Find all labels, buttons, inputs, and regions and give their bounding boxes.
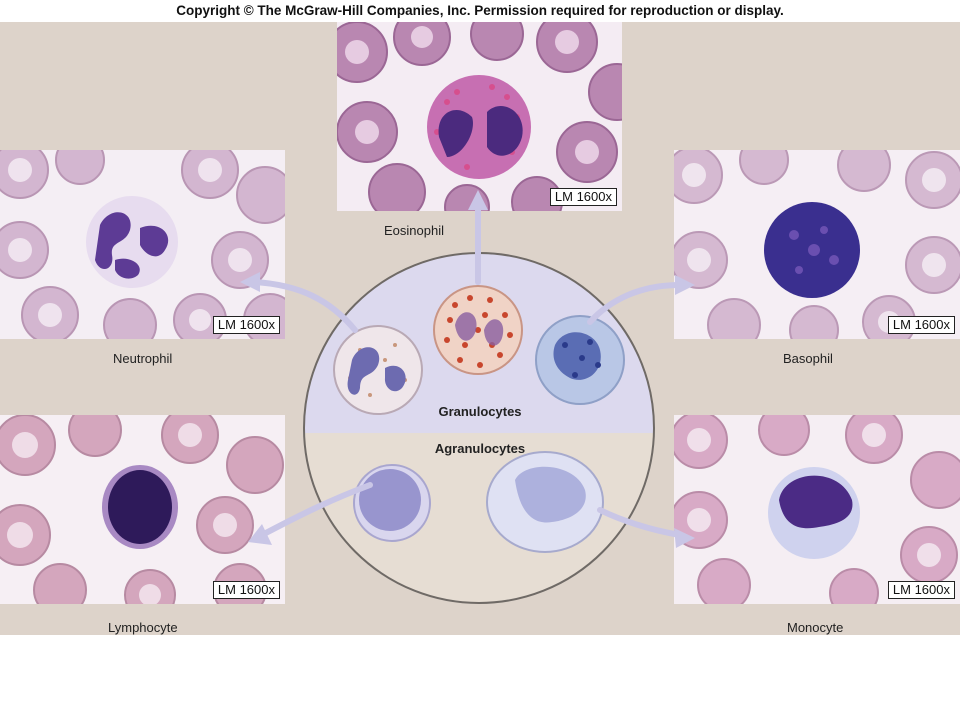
magnification-label: LM 1600x — [212, 316, 280, 334]
monocyte-caption: Monocyte — [787, 620, 844, 635]
lymphocyte-caption: Lymphocyte — [108, 620, 178, 635]
copyright-notice: Copyright © The McGraw-Hill Companies, I… — [0, 0, 960, 22]
eosinophil-illustration — [433, 285, 523, 375]
leukocyte-figure: Copyright © The McGraw-Hill Companies, I… — [0, 0, 960, 635]
arrow-to-basophil — [587, 282, 683, 325]
neutrophil-illustration — [333, 325, 423, 415]
neutrophil-image — [0, 150, 285, 339]
lymphocyte-illustration — [353, 464, 431, 542]
monocyte-illustration — [486, 451, 604, 553]
magnification-label: LM 1600x — [549, 188, 617, 206]
eosinophil-image — [337, 22, 622, 211]
basophil-image — [674, 150, 960, 339]
eosinophil-micrograph: LM 1600x — [337, 22, 622, 211]
neutrophil-micrograph: LM 1600x — [0, 150, 285, 339]
agranulocyte-panel — [304, 433, 654, 603]
magnification-label: LM 1600x — [887, 581, 955, 599]
basophil-illustration — [535, 315, 625, 405]
lymphocyte-image — [0, 415, 285, 604]
granulocytes-label: Granulocytes — [438, 404, 522, 419]
basophil-micrograph: LM 1600x — [674, 150, 960, 339]
magnification-label: LM 1600x — [887, 316, 955, 334]
arrows — [252, 202, 683, 538]
lymphocyte-micrograph: LM 1600x — [0, 415, 285, 604]
eosinophil-caption: Eosinophil — [384, 223, 444, 238]
basophil-caption: Basophil — [783, 351, 833, 366]
arrow-to-monocyte — [597, 507, 683, 538]
magnification-label: LM 1600x — [212, 581, 280, 599]
agranulocytes-label: Agranulocytes — [434, 441, 526, 456]
monocyte-micrograph: LM 1600x — [674, 415, 960, 604]
neutrophil-caption: Neutrophil — [113, 351, 173, 366]
central-circle-outline — [303, 252, 655, 604]
monocyte-image — [674, 415, 960, 604]
arrowheads — [240, 190, 695, 548]
bottom-margin — [0, 635, 960, 720]
